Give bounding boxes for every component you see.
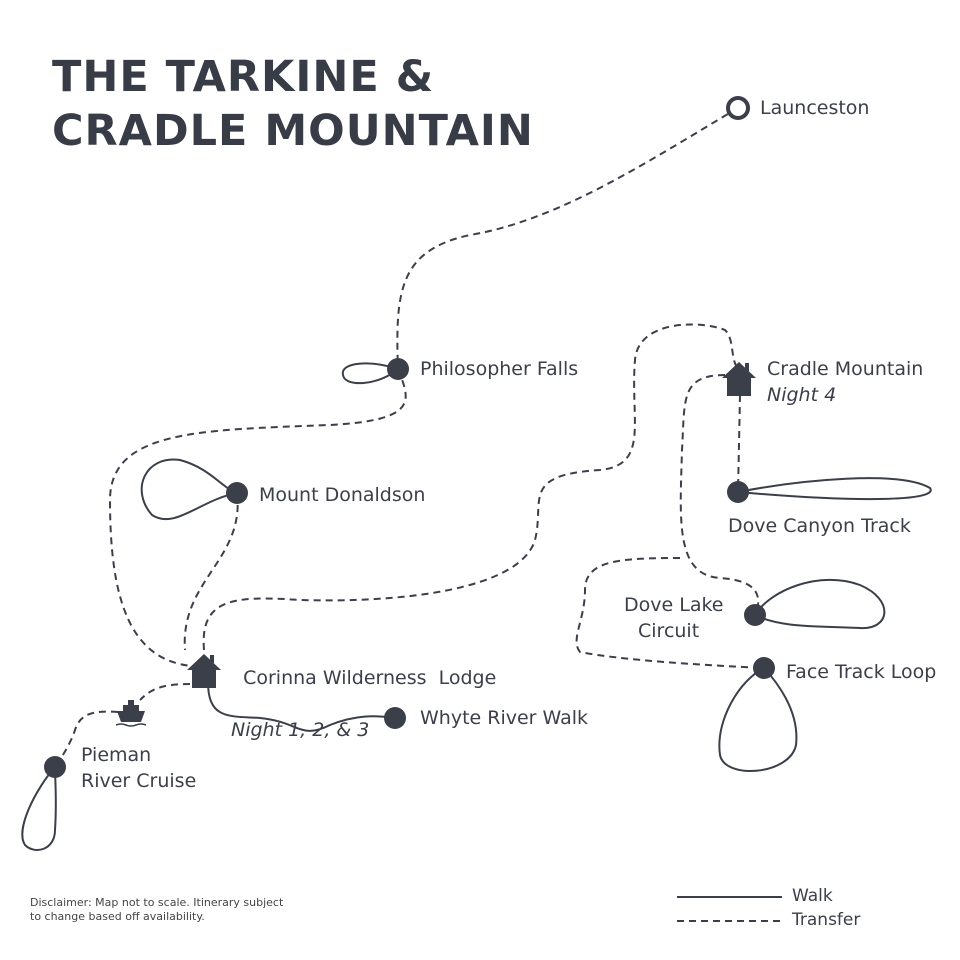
walk-philosopher-loop <box>341 362 399 385</box>
house-icon[interactable] <box>722 362 756 396</box>
corinna-nights: Night 1, 2, & 3 <box>231 719 370 741</box>
label-cradle-mountain: Cradle Mountain Night 4 <box>767 356 923 408</box>
label-launceston: Launceston <box>760 97 870 119</box>
title-line-1: THE TARKINE & <box>52 52 435 102</box>
ship-icon[interactable] <box>115 700 147 727</box>
marker-whyte-river[interactable] <box>384 707 406 729</box>
dove-lake-line-2: Circuit <box>638 620 700 642</box>
label-philosopher-falls: Philosopher Falls <box>420 358 579 380</box>
legend-lines <box>677 896 782 922</box>
transfer-cradle-dovelake <box>679 374 760 606</box>
transfer-launceston-philosopher <box>396 107 739 370</box>
marker-mount-donaldson[interactable] <box>226 482 248 504</box>
cradle-name: Cradle Mountain <box>767 358 924 380</box>
marker-dove-canyon[interactable] <box>727 481 749 503</box>
transfer-corinna-ship <box>139 683 191 701</box>
marker-philosopher-falls[interactable] <box>387 358 409 380</box>
dove-lake-line-1: Dove Lake <box>624 594 724 616</box>
walk-whyte-river <box>207 681 396 732</box>
label-face-track: Face Track Loop <box>786 661 937 683</box>
walk-facetrack-loop <box>718 667 798 772</box>
start-ring-icon[interactable] <box>726 96 750 120</box>
transfer-corinna-cradle <box>202 323 739 651</box>
cradle-nights: Night 4 <box>767 384 837 406</box>
disclaimer-line-2: to change based off availability. <box>30 910 205 923</box>
label-pieman: Pieman River Cruise <box>81 742 196 794</box>
label-dove-canyon: Dove Canyon Track <box>728 515 911 537</box>
walk-pieman-loop <box>21 766 57 851</box>
walk-dovecanyon-loop <box>737 477 932 501</box>
corinna-name: Corinna Wilderness Lodge <box>243 667 497 689</box>
transfer-cradle-dovecanyon <box>737 394 741 493</box>
marker-face-track[interactable] <box>753 657 775 679</box>
marker-pieman[interactable] <box>44 756 66 778</box>
transfer-philosopher-corinna <box>108 368 407 667</box>
pieman-line-2: River Cruise <box>81 770 197 792</box>
label-whyte-river: Whyte River Walk <box>420 707 589 729</box>
pieman-line-1: Pieman <box>81 744 152 766</box>
disclaimer: Disclaimer: Map not to scale. Itinerary … <box>30 896 283 924</box>
transfer-ship-pieman <box>54 710 119 768</box>
label-mount-donaldson: Mount Donaldson <box>259 484 426 506</box>
walk-dovelake-loop <box>754 578 886 630</box>
map-title: THE TARKINE & CRADLE MOUNTAIN <box>52 50 534 158</box>
transfer-routes <box>54 107 765 768</box>
label-dove-lake: Dove Lake Circuit <box>624 592 723 644</box>
label-corinna: Corinna Wilderness Lodge Night 1, 2, & 3 <box>231 639 496 769</box>
title-line-2: CRADLE MOUNTAIN <box>52 106 534 156</box>
house-icon[interactable] <box>187 654 221 688</box>
legend-walk-label: Walk <box>792 886 833 906</box>
location-markers <box>44 96 775 778</box>
disclaimer-line-1: Disclaimer: Map not to scale. Itinerary … <box>30 896 284 909</box>
marker-dove-lake[interactable] <box>744 604 766 626</box>
legend-transfer-label: Transfer <box>792 910 861 930</box>
walk-routes <box>21 362 932 851</box>
walk-donaldson-loop <box>140 458 238 521</box>
transfer-donaldson-corinna <box>183 492 239 651</box>
